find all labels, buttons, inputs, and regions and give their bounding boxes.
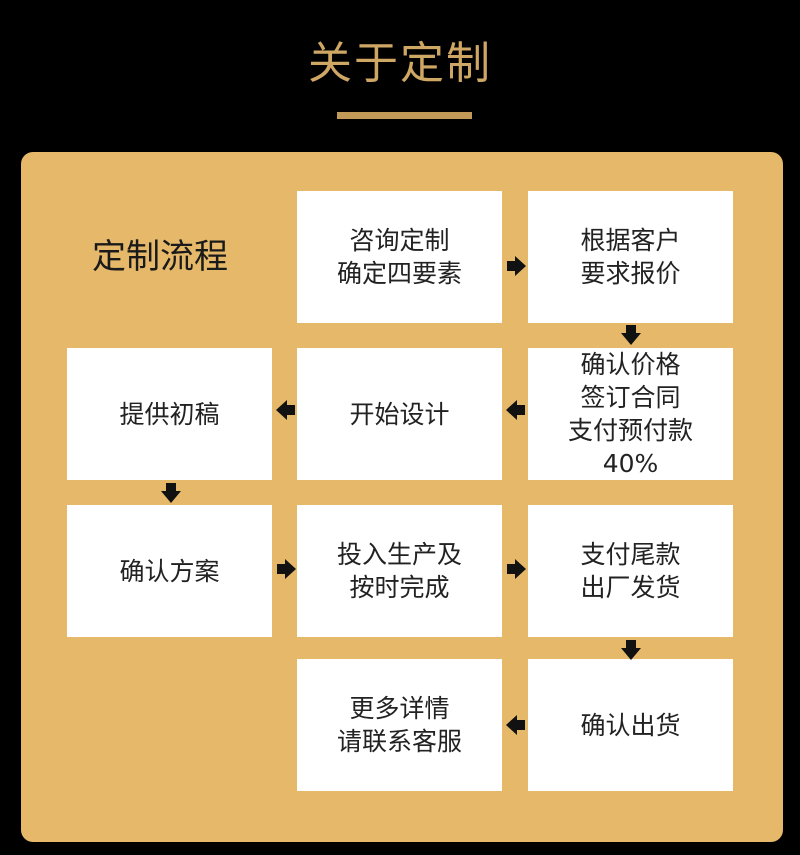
- step-draft: 提供初稿: [67, 348, 272, 480]
- step-confirm-price-label: 确认价格 签订合同 支付预付款 40%: [567, 350, 693, 478]
- step-production: 投入生产及 按时完成: [297, 505, 502, 637]
- step-confirm-price: 确认价格 签订合同 支付预付款 40%: [528, 348, 733, 480]
- section-label: 定制流程: [92, 237, 228, 277]
- arrow-left-icon: [275, 399, 297, 421]
- title-underline: [337, 112, 472, 119]
- page-title: 关于定制: [308, 38, 492, 89]
- arrow-down-icon: [620, 324, 642, 346]
- step-final-payment: 支付尾款 出厂发货: [528, 505, 733, 637]
- arrow-down-icon: [620, 639, 642, 661]
- step-more-info-label: 更多详情 请联系客服: [336, 694, 462, 756]
- arrow-left-icon: [505, 399, 527, 421]
- arrow-right-icon: [275, 558, 297, 580]
- arrow-right-icon: [505, 558, 527, 580]
- step-start-design-label: 开始设计: [349, 399, 450, 429]
- step-more-info: 更多详情 请联系客服: [297, 659, 502, 791]
- step-consult-label: 咨询定制 确定四要素: [336, 226, 462, 288]
- step-confirm-plan-label: 确认方案: [119, 556, 220, 586]
- step-consult: 咨询定制 确定四要素: [297, 191, 502, 323]
- step-production-label: 投入生产及 按时完成: [336, 540, 462, 602]
- step-confirm-receipt-label: 确认出货: [580, 710, 681, 740]
- step-quote-label: 根据客户 要求报价: [580, 226, 681, 288]
- step-confirm-receipt: 确认出货: [528, 659, 733, 791]
- step-start-design: 开始设计: [297, 348, 502, 480]
- arrow-right-icon: [505, 255, 527, 277]
- step-final-payment-label: 支付尾款 出厂发货: [580, 540, 681, 602]
- step-quote: 根据客户 要求报价: [528, 191, 733, 323]
- arrow-left-icon: [505, 714, 527, 736]
- step-draft-label: 提供初稿: [119, 399, 220, 429]
- step-confirm-plan: 确认方案: [67, 505, 272, 637]
- arrow-down-icon: [160, 482, 182, 504]
